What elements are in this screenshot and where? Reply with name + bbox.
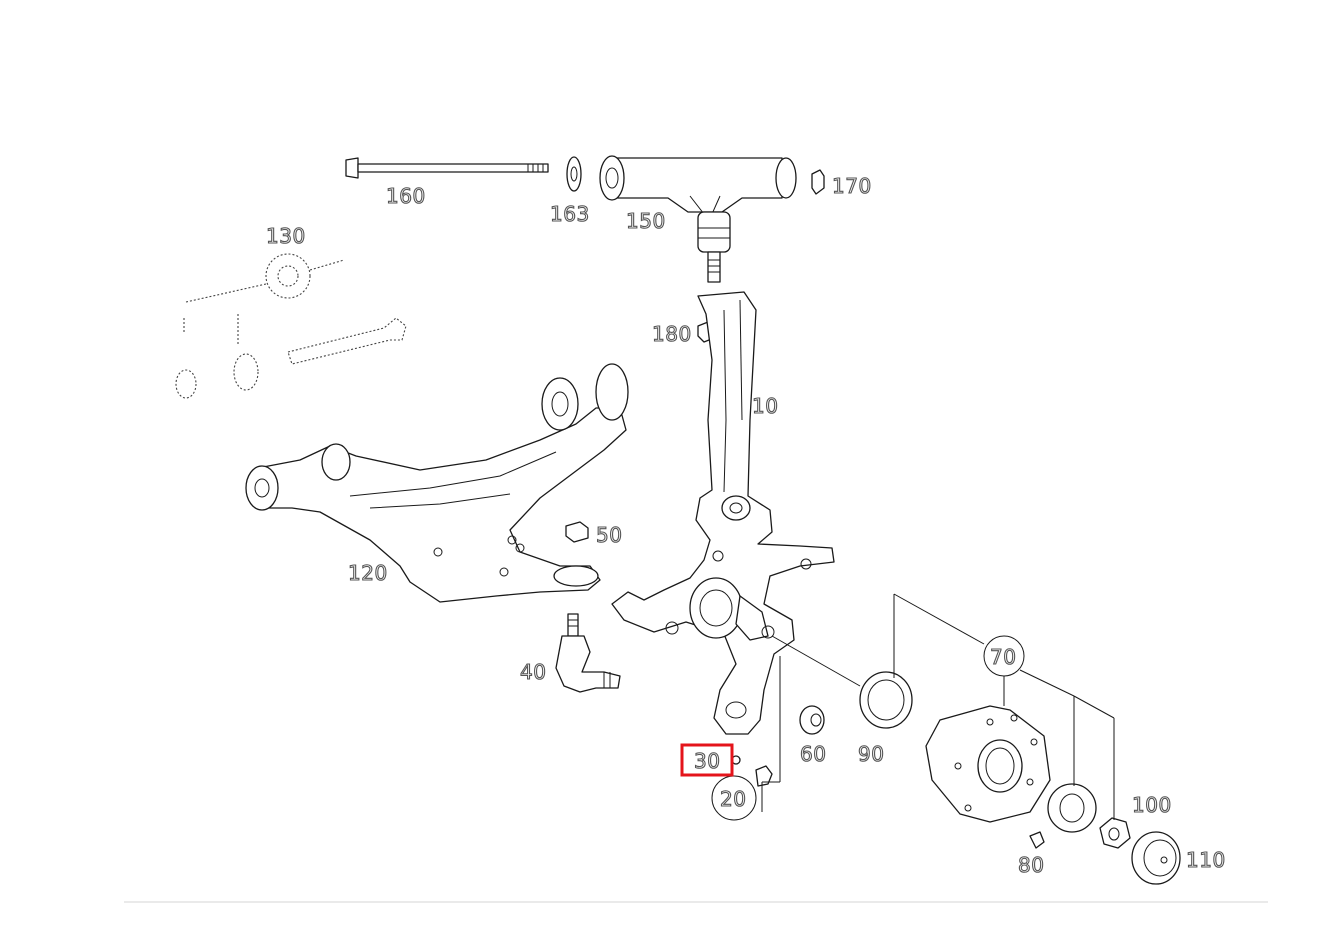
callout-110[interactable]: 110 (1185, 847, 1226, 872)
callout-70-circle (983, 635, 1025, 677)
callout-30[interactable]: 30 (693, 748, 720, 773)
part-50-nut[interactable] (565, 521, 589, 543)
callout-40[interactable]: 40 (519, 659, 546, 684)
leader-lines (761, 593, 1115, 820)
part-60-cap[interactable] (799, 705, 825, 735)
part-90-seal-ring[interactable] (859, 671, 913, 729)
callout-160[interactable]: 160 (385, 183, 426, 208)
callout-50[interactable]: 50 (595, 522, 622, 547)
callout-60[interactable]: 60 (799, 741, 826, 766)
callout-163[interactable]: 163 (549, 201, 590, 226)
part-110-dust-cap[interactable] (1131, 831, 1181, 885)
part-160-bolt[interactable] (345, 157, 549, 179)
part-20-bolt[interactable] (755, 765, 773, 787)
callout-90[interactable]: 90 (857, 741, 884, 766)
callout-20-circle (711, 775, 757, 821)
part-130-eccentric-bolt-assembly[interactable] (175, 253, 407, 399)
selected-part-highlight (680, 743, 734, 777)
part-170-nut[interactable] (811, 169, 825, 195)
callout-170[interactable]: 170 (831, 173, 872, 198)
callout-120[interactable]: 120 (347, 560, 388, 585)
part-10-steering-knuckle[interactable] (611, 291, 835, 782)
callout-180[interactable]: 180 (651, 321, 692, 346)
part-120-lower-control-arm[interactable] (245, 363, 629, 603)
part-70-wheel-hub[interactable] (925, 705, 1051, 823)
part-40-ball-joint[interactable] (555, 613, 621, 693)
callout-80[interactable]: 80 (1017, 852, 1044, 877)
callout-10[interactable]: 10 (751, 393, 778, 418)
callout-20[interactable]: 20 (719, 786, 746, 811)
callout-150[interactable]: 150 (625, 208, 666, 233)
callout-100[interactable]: 100 (1131, 792, 1172, 817)
part-80-bolt[interactable] (1029, 831, 1045, 849)
part-100-axle-nut[interactable] (1047, 783, 1131, 849)
callout-70[interactable]: 70 (989, 644, 1016, 669)
part-163-washer[interactable] (566, 156, 582, 192)
part-150-upper-arm[interactable] (599, 155, 797, 283)
callout-130[interactable]: 130 (265, 223, 306, 248)
